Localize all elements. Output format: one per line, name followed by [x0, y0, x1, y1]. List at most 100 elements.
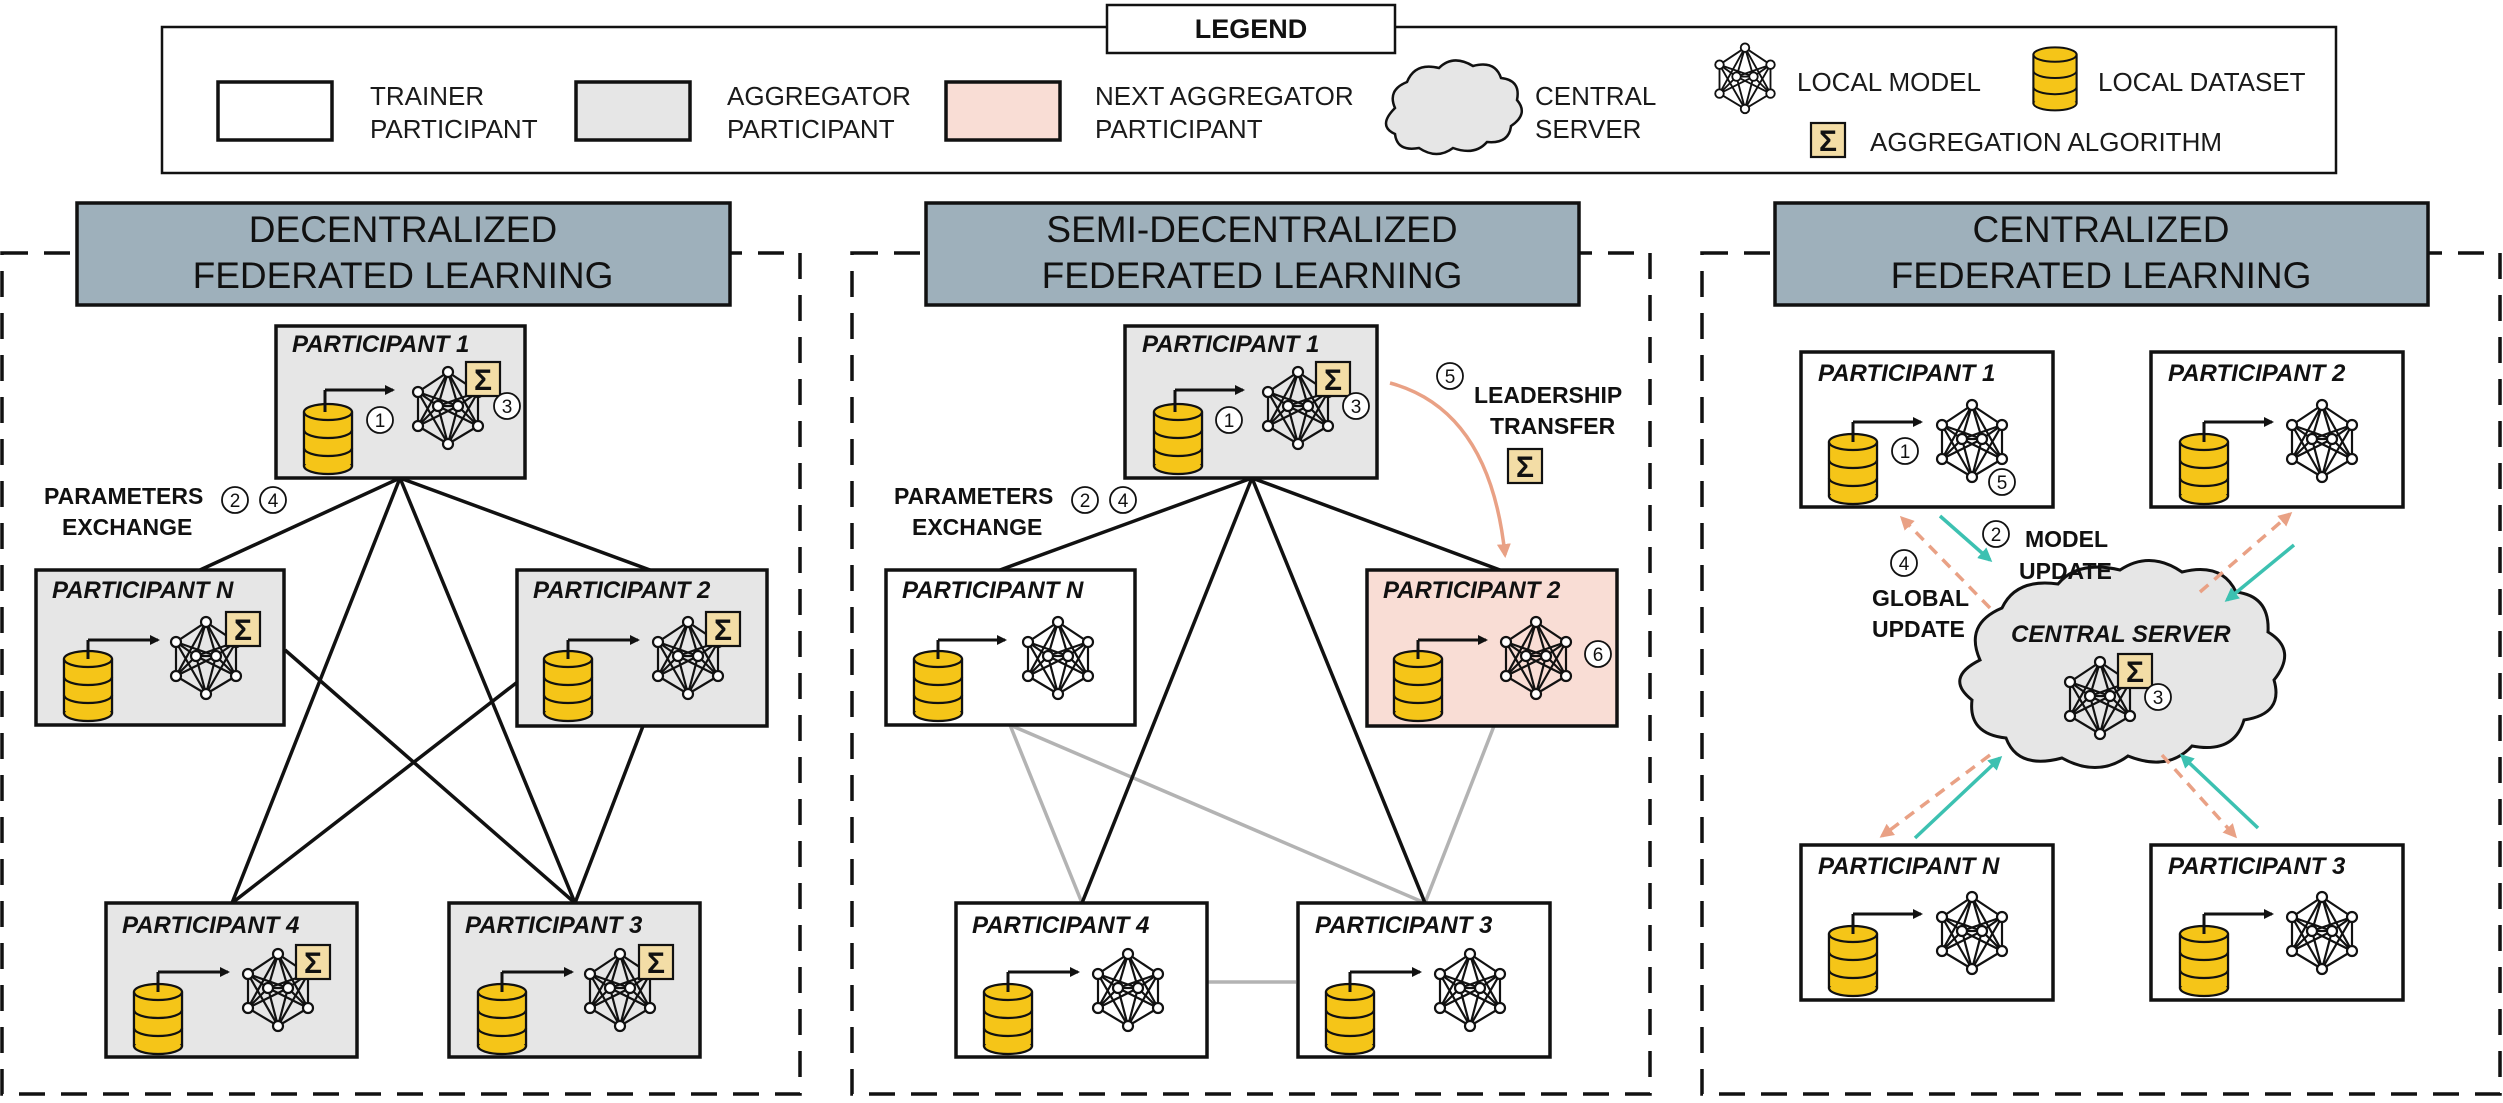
dataset-icon — [1392, 649, 1444, 723]
dataset-icon — [62, 649, 114, 723]
svg-text:Σ: Σ — [304, 947, 322, 980]
legend-trainer-label-1: TRAINER — [370, 81, 484, 111]
central-server-label: CENTRAL SERVER — [2011, 621, 2231, 648]
sigma-icon: Σ — [1314, 360, 1352, 398]
dataset-icon — [912, 649, 964, 723]
step-number: 1 — [1900, 442, 1911, 463]
global-update-arrow — [1899, 515, 1992, 610]
participant-title: PARTICIPANT 1 — [1818, 360, 1995, 387]
step-badge-1 — [366, 406, 394, 434]
centralized-participant-3: PARTICIPANT 3 — [2149, 843, 2405, 1002]
participant-title: PARTICIPANT 2 — [1383, 577, 1561, 604]
annotation-line: LEADERSHIP — [1474, 382, 1622, 408]
step-number: 3 — [2153, 688, 2164, 709]
dataset-icon — [2178, 432, 2230, 506]
leadership-transfer: 5 LEADERSHIP TRANSFER Σ — [1389, 362, 1622, 558]
decentralized-connections — [199, 476, 651, 905]
dataset-icon — [1827, 924, 1879, 998]
legend-central-server-label-2: SERVER — [1535, 114, 1641, 144]
step-badge-1 — [1891, 437, 1919, 465]
step-badge-2 — [221, 486, 249, 514]
model-update-arrow — [2179, 753, 2260, 830]
step-badge-2 — [1071, 486, 1099, 514]
annotation-line: GLOBAL — [1872, 585, 1969, 611]
participant-title: PARTICIPANT 2 — [2168, 360, 2346, 387]
decentralized-title-line-1: DECENTRALIZED — [249, 209, 557, 250]
step-number: 4 — [268, 491, 279, 512]
dataset-icon — [1827, 432, 1879, 506]
semi-decentralized-title-bar: SEMI-DECENTRALIZED FEDERATED LEARNING — [924, 201, 1581, 307]
svg-text:Σ: Σ — [2126, 656, 2144, 689]
model-update-arrow — [1938, 514, 1993, 562]
legend-next-aggregator-label-1: NEXT AGGREGATOR — [1095, 81, 1354, 111]
centralized-title-bar: CENTRALIZED FEDERATED LEARNING — [1773, 201, 2430, 307]
step-badge-4 — [259, 486, 287, 514]
sigma-icon: Σ — [1506, 447, 1544, 485]
annotation-line: EXCHANGE — [62, 514, 192, 540]
centralized-participant-1: PARTICIPANT 1 1 5 — [1799, 350, 2055, 509]
participant-title: PARTICIPANT 3 — [2168, 853, 2346, 880]
step-number: 2 — [230, 491, 241, 512]
step-badge-3 — [1342, 392, 1370, 420]
legend: LEGEND TRAINER PARTICIPANT AGGREGATOR PA… — [160, 3, 2338, 175]
legend-local-model-label: LOCAL MODEL — [1797, 67, 1981, 97]
step-number: 5 — [1445, 367, 1456, 388]
step-badge-3 — [493, 392, 521, 420]
semi-decentralized-title-line-1: SEMI-DECENTRALIZED — [1046, 209, 1457, 250]
participant-title: PARTICIPANT 1 — [1142, 331, 1319, 358]
dataset-icon — [2032, 46, 2078, 112]
legend-central-server-label-1: CENTRAL — [1535, 81, 1656, 111]
sigma-icon: Σ — [1809, 121, 1847, 159]
legend-trainer-label-2: PARTICIPANT — [370, 114, 538, 144]
annotation-line: EXCHANGE — [912, 514, 1042, 540]
step-badge-4 — [1890, 549, 1918, 577]
legend-aggregator-swatch — [574, 80, 692, 142]
step-number: 6 — [1593, 645, 1604, 666]
svg-text:Σ: Σ — [1324, 364, 1342, 397]
sigma-icon: Σ — [704, 610, 742, 648]
legend-title-box — [1105, 3, 1397, 55]
sigma-icon: Σ — [464, 360, 502, 398]
step-badge-1 — [1215, 406, 1243, 434]
dataset-icon — [302, 402, 354, 476]
step-number: 3 — [1351, 397, 1362, 418]
model-update-label: 2 MODEL UPDATE — [1982, 520, 2112, 584]
legend-trainer-swatch — [216, 80, 334, 142]
decentralized-title-line-2: FEDERATED LEARNING — [193, 255, 614, 296]
leadership-transfer-arrow — [1389, 381, 1511, 558]
annotation-line: UPDATE — [2019, 558, 2112, 584]
participant-title: PARTICIPANT N — [1818, 853, 2000, 880]
semi-participant-n: PARTICIPANT N — [884, 568, 1137, 727]
sigma-icon: Σ — [2116, 652, 2154, 690]
decentralized-participant-3: PARTICIPANT 3 Σ — [447, 901, 702, 1059]
decentralized-title-bar: DECENTRALIZED FEDERATED LEARNING — [75, 201, 732, 307]
legend-local-dataset-label: LOCAL DATASET — [2098, 67, 2306, 97]
global-update-label: 4 GLOBAL UPDATE — [1872, 549, 1969, 642]
step-badge-5 — [1436, 362, 1464, 390]
step-badge-3 — [2144, 683, 2172, 711]
central-server: CENTRAL SERVER Σ 3 — [1958, 559, 2287, 769]
global-update-arrow — [2198, 512, 2293, 594]
semi-participant-1: PARTICIPANT 1 Σ 1 3 — [1123, 324, 1379, 480]
participant-title: PARTICIPANT 4 — [122, 912, 299, 939]
legend-next-aggregator-label-2: PARTICIPANT — [1095, 114, 1263, 144]
centralized-title-line-1: CENTRALIZED — [1973, 209, 2230, 250]
semi-black-connections — [999, 476, 1501, 904]
step-number: 2 — [1080, 491, 1091, 512]
participant-title: PARTICIPANT 4 — [972, 912, 1149, 939]
svg-text:Σ: Σ — [1819, 125, 1837, 158]
participant-title: PARTICIPANT 2 — [533, 577, 711, 604]
participant-title: PARTICIPANT 3 — [465, 912, 643, 939]
global-update-arrow — [1879, 753, 1992, 838]
dataset-icon — [132, 982, 184, 1056]
annotation-line: PARAMETERS — [44, 483, 203, 509]
semi-parameters-exchange: PARAMETERS EXCHANGE 2 4 — [894, 483, 1137, 540]
semi-participant-3: PARTICIPANT 3 — [1296, 901, 1552, 1059]
semi-participant-4: PARTICIPANT 4 — [954, 901, 1209, 1059]
dataset-icon — [982, 982, 1034, 1056]
svg-text:Σ: Σ — [714, 614, 732, 647]
cloud-icon — [1384, 59, 1524, 156]
legend-next-aggregator-swatch — [944, 80, 1062, 142]
model-update-arrow — [1913, 755, 2003, 840]
